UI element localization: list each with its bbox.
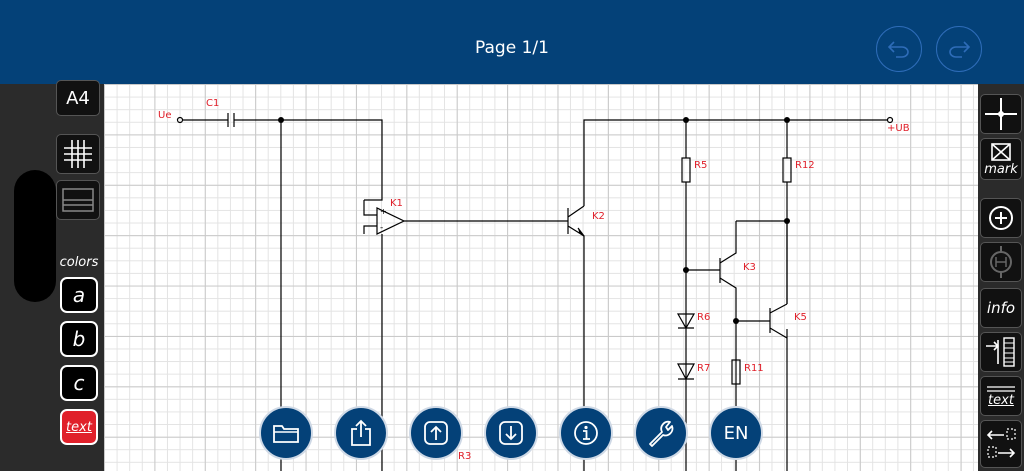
share-icon bbox=[351, 419, 371, 446]
label-k5: K5 bbox=[794, 312, 807, 323]
upload-button[interactable] bbox=[409, 406, 463, 460]
redo-button[interactable] bbox=[936, 26, 982, 72]
text-tool-label: text bbox=[988, 392, 1014, 408]
colors-label: colors bbox=[59, 255, 99, 270]
move-arrows-icon bbox=[986, 428, 1016, 458]
grid-icon bbox=[64, 140, 92, 168]
insert-right-icon bbox=[986, 337, 1015, 367]
wrench-icon bbox=[649, 420, 674, 447]
label-ub: +UB bbox=[887, 123, 910, 134]
panel-drag-handle[interactable] bbox=[14, 170, 56, 302]
svg-text:+: + bbox=[380, 207, 387, 216]
text-lines-icon bbox=[987, 385, 1015, 392]
component-library-button[interactable] bbox=[980, 242, 1022, 282]
color-c-button[interactable]: c bbox=[60, 365, 98, 401]
mark-icon bbox=[991, 142, 1011, 161]
crosshair-icon bbox=[985, 98, 1017, 130]
label-k2: K2 bbox=[592, 211, 605, 222]
color-c-label: c bbox=[73, 371, 85, 395]
label-r11: R11 bbox=[744, 363, 764, 374]
insert-column-button[interactable] bbox=[980, 332, 1022, 372]
info-icon bbox=[574, 421, 598, 445]
label-r5: R5 bbox=[694, 160, 707, 171]
svg-text:-: - bbox=[380, 223, 383, 233]
settings-button[interactable] bbox=[634, 406, 688, 460]
mark-label: mark bbox=[984, 161, 1018, 177]
label-k3: K3 bbox=[743, 262, 756, 273]
info-label: info bbox=[986, 299, 1016, 317]
info-button[interactable] bbox=[559, 406, 613, 460]
redo-icon bbox=[949, 41, 971, 58]
add-circle-icon bbox=[989, 206, 1013, 230]
undo-button[interactable] bbox=[876, 26, 922, 72]
paper-size-label: A4 bbox=[66, 87, 90, 109]
download-button[interactable] bbox=[484, 406, 538, 460]
page-title: Page 1/1 bbox=[475, 38, 549, 58]
open-file-button[interactable] bbox=[259, 406, 313, 460]
component-icon bbox=[990, 246, 1012, 278]
label-c1: C1 bbox=[206, 98, 219, 109]
label-r3: R3 bbox=[458, 451, 471, 462]
language-button[interactable]: EN bbox=[709, 406, 763, 460]
circuit-schematic: + - Ue C1 K1 K2 R5 R12 +UB K3 K5 R6 R7 R… bbox=[158, 98, 910, 471]
move-tool-button[interactable] bbox=[980, 420, 1022, 468]
layer-button[interactable] bbox=[56, 180, 100, 220]
label-r12: R12 bbox=[795, 160, 815, 171]
folder-icon bbox=[273, 425, 299, 443]
mark-tool-button[interactable]: mark bbox=[980, 138, 1022, 180]
label-r7: R7 bbox=[697, 363, 710, 374]
undo-icon bbox=[887, 41, 909, 58]
color-a-button[interactable]: a bbox=[60, 277, 98, 313]
color-a-label: a bbox=[72, 283, 86, 307]
color-text-label: text bbox=[66, 419, 92, 435]
paper-size-button[interactable]: A4 bbox=[56, 80, 100, 116]
layers-icon bbox=[62, 188, 94, 212]
crosshair-tool-button[interactable] bbox=[980, 94, 1022, 134]
download-icon bbox=[499, 421, 523, 445]
color-b-label: b bbox=[72, 327, 86, 351]
canvas-grid bbox=[104, 84, 978, 471]
top-bar: Page 1/1 bbox=[0, 0, 1024, 84]
upload-icon bbox=[424, 421, 448, 445]
share-button[interactable] bbox=[334, 406, 388, 460]
label-ue: Ue bbox=[158, 110, 171, 121]
drawing-canvas[interactable]: + - Ue C1 K1 K2 R5 R12 +UB K3 K5 R6 R7 R… bbox=[104, 84, 978, 471]
info-tool-button[interactable]: info bbox=[980, 288, 1022, 328]
grid-toggle-button[interactable] bbox=[56, 134, 100, 174]
add-component-button[interactable] bbox=[980, 198, 1022, 238]
language-label: EN bbox=[723, 422, 749, 444]
color-text-button[interactable]: text bbox=[60, 409, 98, 445]
text-tool-button[interactable]: text bbox=[980, 376, 1022, 416]
color-b-button[interactable]: b bbox=[60, 321, 98, 357]
label-k1: K1 bbox=[390, 198, 403, 209]
label-r6: R6 bbox=[697, 312, 710, 323]
